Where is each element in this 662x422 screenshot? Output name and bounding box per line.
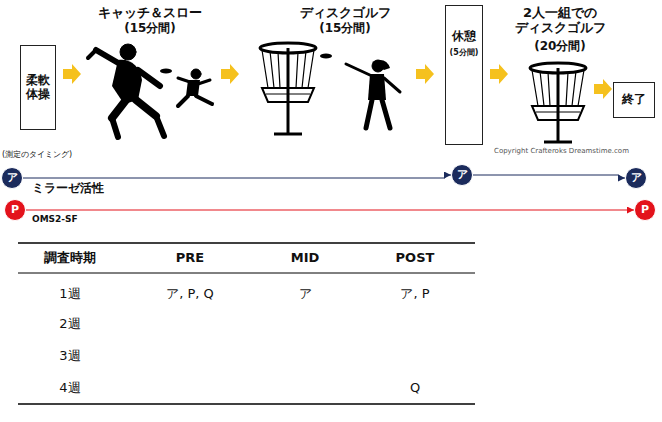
- box-label: 休憩: [452, 30, 476, 44]
- watermark: Copyright Crafteroks Dreamstime.com: [494, 147, 629, 155]
- table-cell: Q: [410, 381, 420, 396]
- marker-letter: ア: [7, 172, 18, 185]
- measure-label: ミラーゼ活性: [32, 182, 104, 196]
- table-cell: 4週: [59, 381, 80, 396]
- block-arrow: [63, 64, 81, 84]
- rest-box: 休憩 (5分間): [445, 5, 483, 145]
- timing-marker: ア: [451, 164, 473, 186]
- table-cell: 2週: [59, 317, 80, 332]
- stage-duration: (15分間): [319, 22, 371, 36]
- table-header: MID: [291, 251, 320, 266]
- thrower-silhouette: [346, 60, 400, 128]
- thrower-silhouette: [88, 44, 164, 137]
- timing-line: [473, 175, 625, 178]
- timing-marker: ア: [1, 167, 23, 189]
- measure-label: OMS2-SF: [32, 214, 78, 224]
- timing-marker: ア: [625, 167, 647, 189]
- stage-title: 2人一組での ディスクゴルフ: [500, 6, 620, 36]
- stage-duration: (15分間): [124, 22, 176, 36]
- stage-title: ディスクゴルフ: [300, 6, 391, 21]
- timing-line: [23, 175, 451, 178]
- block-arrow: [416, 64, 434, 84]
- table-cell: ア: [299, 287, 312, 302]
- marker-letter: ア: [457, 169, 468, 182]
- block-arrow: [490, 64, 508, 84]
- table-header: PRE: [176, 251, 204, 266]
- block-arrow: [221, 64, 239, 84]
- end-box: 終了: [613, 82, 655, 118]
- catcher-silhouette: [178, 69, 212, 106]
- timing-line: [26, 210, 634, 211]
- box-label: 柔軟体操: [26, 74, 50, 102]
- timing-note: (測定のタイミング): [2, 150, 72, 159]
- box-label: (5分間): [450, 48, 479, 57]
- disc-golf-basket: [530, 63, 586, 142]
- table-cell: 3週: [59, 349, 80, 364]
- disc: [160, 69, 172, 74]
- timing-marker: P: [4, 199, 26, 221]
- marker-letter: ア: [631, 172, 642, 185]
- disc: [320, 54, 332, 59]
- table-header: 調査時期: [44, 251, 96, 266]
- table-cell: ア, P: [400, 287, 429, 302]
- flow-arrows: [63, 64, 612, 99]
- table-cell: 1週: [59, 287, 80, 302]
- process-box: 柔軟体操: [20, 45, 56, 130]
- table-cell: ア, P, Q: [166, 287, 214, 302]
- stage-title: キャッチ＆スロー: [98, 6, 202, 21]
- marker-letter: P: [11, 204, 19, 217]
- marker-letter: P: [641, 204, 649, 217]
- timing-marker: P: [634, 199, 656, 221]
- stage-duration: (20分間): [534, 40, 586, 54]
- table-header: POST: [396, 251, 435, 266]
- box-label: 終了: [622, 93, 646, 107]
- block-arrow: [594, 79, 612, 99]
- table-rules: [18, 243, 475, 404]
- disc-golf-basket: [260, 43, 316, 134]
